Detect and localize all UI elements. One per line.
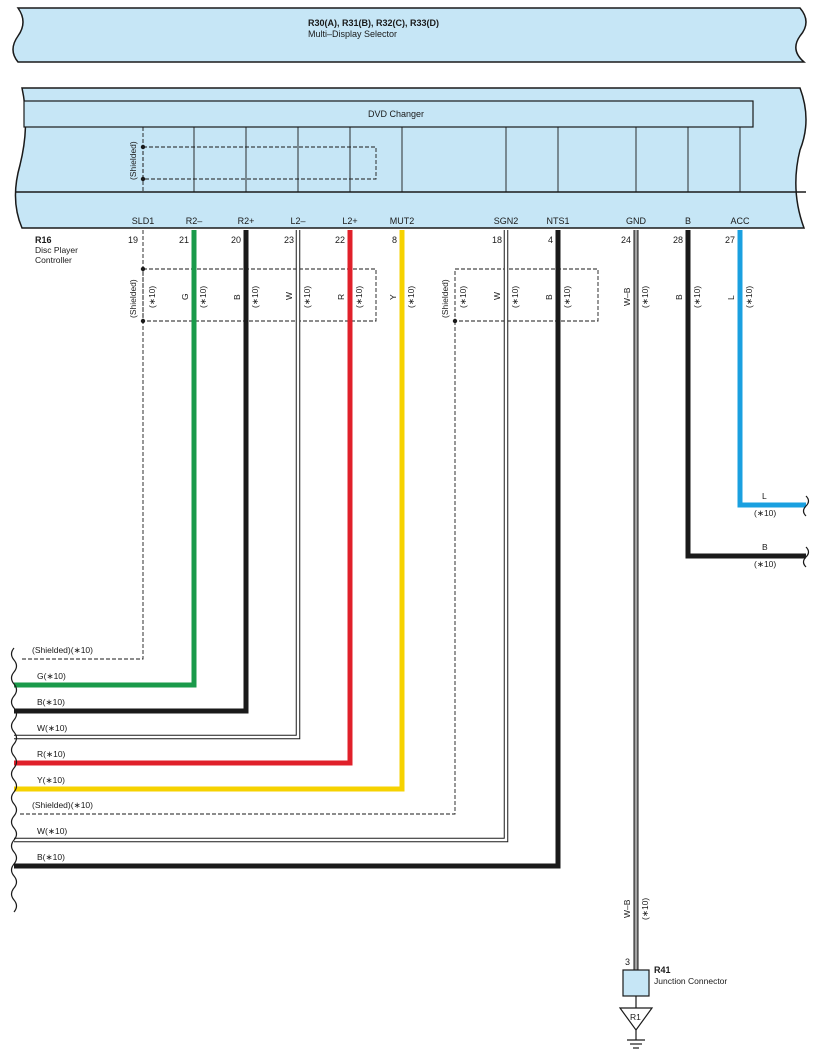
- pin-number-22: 22: [335, 235, 345, 245]
- junction-connector: 3 R41 Junction Connector R1: [618, 957, 727, 1049]
- ground-triangle-icon: [618, 1007, 654, 1032]
- terminal-name-nts1: NTS1: [546, 216, 569, 226]
- terminal-name-b: B: [685, 216, 691, 226]
- break-marks: [10, 495, 810, 913]
- wire-white-sgn2: [14, 230, 509, 843]
- note-label: (∗10): [302, 286, 312, 308]
- left-label-shielded-1: (Shielded)(∗10): [32, 645, 93, 655]
- wire-code-b: B: [232, 294, 242, 300]
- dvd-changer-connector: DVD Changer (Shielded): [14, 87, 807, 229]
- note-label-lower: (∗10): [640, 898, 650, 920]
- wire-blue: [737, 230, 806, 508]
- note-label: (∗10): [250, 286, 260, 308]
- terminal-name-sld1: SLD1: [132, 216, 155, 226]
- shielded-label-1: (Shielded): [128, 279, 138, 318]
- ground-icon: [627, 1039, 645, 1049]
- pin-number-19: 19: [128, 235, 138, 245]
- junction-pin-number: 3: [625, 957, 630, 967]
- wire-code-b: B: [544, 294, 554, 300]
- wire-code-l: L: [726, 295, 736, 300]
- terminal-name-gnd: GND: [626, 216, 647, 226]
- connector-title: R30(A), R31(B), R32(C), R33(D): [308, 18, 439, 28]
- note-label: (∗10): [458, 286, 468, 308]
- pin-number-4: 4: [548, 235, 553, 245]
- right-label-b-note: (∗10): [754, 559, 776, 569]
- wire-yellow: [14, 230, 405, 792]
- wire-code-wb-lower: W–B: [622, 899, 632, 918]
- shield-dot: [140, 318, 146, 324]
- wire-code-y: Y: [388, 294, 398, 300]
- note-label: (∗10): [692, 286, 702, 308]
- left-label-g: G(∗10): [37, 671, 66, 681]
- wire-code-b: B: [674, 294, 684, 300]
- note-label: (∗10): [562, 286, 572, 308]
- left-label-shielded-2: (Shielded)(∗10): [32, 800, 93, 810]
- note-label: (∗10): [510, 286, 520, 308]
- note-label: (∗10): [406, 286, 416, 308]
- connector-subtitle: Multi–Display Selector: [308, 29, 397, 39]
- terminal-name-r2-plus: R2+: [238, 216, 255, 226]
- wire-black-r2: [14, 230, 249, 714]
- wire-black-nts1: [14, 230, 561, 869]
- wire-code-labels: (Shielded) (∗10) G (∗10) B (∗10) W (∗10)…: [128, 279, 754, 920]
- ground-code: R1: [630, 1012, 641, 1022]
- note-label: (∗10): [744, 286, 754, 308]
- left-label-w2: W(∗10): [37, 826, 67, 836]
- terminal-name-mut2: MUT2: [390, 216, 415, 226]
- pin-number-27: 27: [725, 235, 735, 245]
- pin-number-24: 24: [621, 235, 631, 245]
- controller-code: R16: [35, 235, 52, 245]
- right-label-b: B: [762, 542, 768, 552]
- junction-box: [622, 969, 650, 997]
- wire-code-g: G: [180, 293, 190, 300]
- left-label-y: Y(∗10): [37, 775, 65, 785]
- wire-code-w: W: [492, 292, 502, 300]
- multi-display-selector-connector: R30(A), R31(B), R32(C), R33(D) Multi–Dis…: [12, 7, 807, 63]
- pin-number-18: 18: [492, 235, 502, 245]
- junction-code: R41: [654, 965, 671, 975]
- wire-code-w: W: [284, 292, 294, 300]
- right-label-l: L: [762, 491, 767, 501]
- controller-name-line1: Disc Player: [35, 245, 78, 255]
- terminal-labels: SLD1 R2– R2+ L2– L2+ MUT2 SGN2 NTS1 GND …: [35, 216, 750, 265]
- note-label: (∗10): [640, 286, 650, 308]
- wire-code-r: R: [336, 294, 346, 300]
- terminal-name-acc: ACC: [730, 216, 750, 226]
- left-label-b2: B(∗10): [37, 852, 65, 862]
- terminal-name-r2-minus: R2–: [186, 216, 203, 226]
- pin-number-8: 8: [392, 235, 397, 245]
- shield-boxes: [20, 230, 599, 815]
- wire-runs: [14, 230, 806, 972]
- pin-number-23: 23: [284, 235, 294, 245]
- note-label: (∗10): [198, 286, 208, 308]
- dvd-changer-title-box: [23, 100, 754, 128]
- left-label-b: B(∗10): [37, 697, 65, 707]
- note-label: (∗10): [147, 286, 157, 308]
- pin-number-28: 28: [673, 235, 683, 245]
- terminal-name-sgn2: SGN2: [494, 216, 519, 226]
- terminal-name-l2-plus: L2+: [342, 216, 357, 226]
- right-label-l-note: (∗10): [754, 508, 776, 518]
- dvd-shielded-label: (Shielded): [128, 141, 138, 180]
- left-label-r: R(∗10): [37, 749, 66, 759]
- left-label-w: W(∗10): [37, 723, 67, 733]
- left-wire-labels: (Shielded)(∗10) G(∗10) B(∗10) W(∗10) R(∗…: [32, 645, 93, 862]
- junction-name: Junction Connector: [654, 976, 727, 986]
- note-label: (∗10): [354, 286, 364, 308]
- pin-number-21: 21: [179, 235, 189, 245]
- wire-green: [14, 230, 197, 688]
- wire-black-b: [685, 230, 806, 559]
- terminal-name-l2-minus: L2–: [290, 216, 305, 226]
- pin-number-20: 20: [231, 235, 241, 245]
- right-wire-labels: L (∗10) B (∗10): [754, 491, 776, 569]
- dvd-changer-title: DVD Changer: [368, 109, 424, 119]
- controller-name-line2: Controller: [35, 255, 72, 265]
- shielded-label-2: (Shielded): [440, 279, 450, 318]
- wire-red: [14, 230, 353, 766]
- connector-body-top: [12, 7, 807, 63]
- shield-dot: [140, 266, 146, 272]
- wire-code-wb: W–B: [622, 287, 632, 306]
- shield-dot: [452, 318, 458, 324]
